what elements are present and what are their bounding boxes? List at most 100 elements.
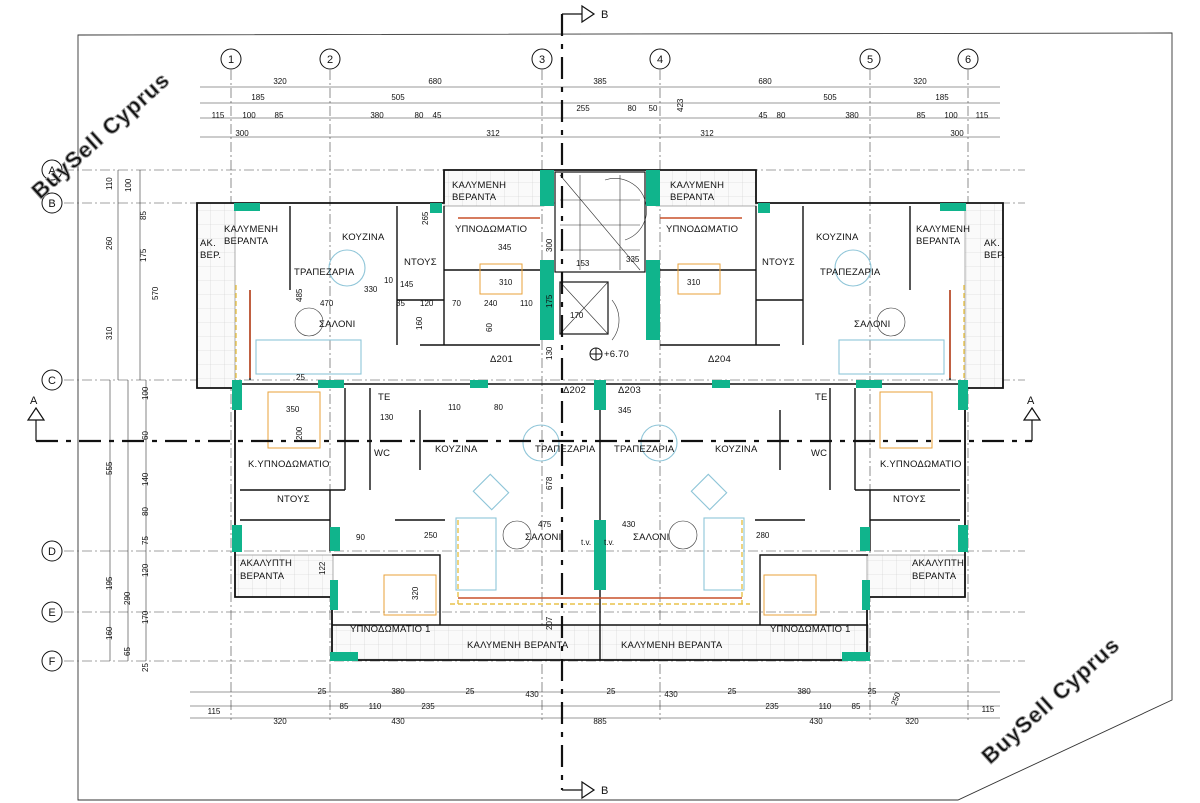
dim-lv2-4: 570 <box>151 286 160 300</box>
stair-core <box>554 171 647 341</box>
label-dining-ll: ΤΡΑΠΕΖΑΡΙΑ <box>535 444 596 455</box>
dim-b3-5: 430 <box>809 717 823 726</box>
furniture <box>255 249 945 616</box>
dim-lv3-4: 140 <box>141 472 150 486</box>
label-veranda-top-left-1: ΚΑΛΥΜΕΝΗ <box>452 180 506 191</box>
dim-int-6: 485 <box>295 288 304 302</box>
dim-t4-4: 300 <box>950 129 964 138</box>
label-dining-ur: ΤΡΑΠΕΖΑΡΙΑ <box>820 267 881 278</box>
label-wc-right: WC <box>811 448 827 459</box>
dimension-lines <box>109 86 1000 719</box>
axis-label-c: C <box>48 375 56 387</box>
axis-label-a: A <box>48 165 56 177</box>
dim-t3-3: 85 <box>275 111 284 120</box>
dim-b3-6: 320 <box>905 717 919 726</box>
dim-int-29: 280 <box>756 531 770 540</box>
dim-t4-2: 312 <box>486 129 500 138</box>
dim-t2-3: 255 <box>576 104 590 113</box>
axis-label-d: D <box>48 546 56 558</box>
dim-b1-8: 380 <box>797 687 811 696</box>
label-master-bedroom-left: Κ.ΥΠΝΟΔΩΜΑΤΙΟ <box>248 459 330 470</box>
dim-lv2-3: 175 <box>139 248 148 262</box>
label-living-ll: ΣΑΛΟΝΙ <box>525 532 561 543</box>
dim-int-12: 10 <box>384 276 393 285</box>
dim-lv3-12: 65 <box>123 647 132 656</box>
label-bedroom-ul: ΥΠΝΟΔΩΜΑΤΙΟ <box>455 224 527 235</box>
dim-lv3-3: 555 <box>105 461 114 475</box>
dim-top-vertical: 423 <box>676 98 685 112</box>
dim-int-24: 110 <box>448 403 461 412</box>
dim-t2-2: 505 <box>391 93 405 102</box>
label-living-ur: ΣΑΛΟΝΙ <box>854 319 890 330</box>
dim-int-21: 200 <box>295 426 304 440</box>
dim-lv3-9: 290 <box>123 591 132 605</box>
dim-t3-12: 115 <box>976 111 989 120</box>
label-veranda-side-right-2: ΒΕΡΑΝΤΑ <box>916 236 961 247</box>
dim-t3-10: 85 <box>917 111 926 120</box>
axis-label-3: 3 <box>539 54 545 66</box>
dim-t2-5: 50 <box>649 104 658 113</box>
dim-int-30: 122 <box>318 561 327 575</box>
dim-lv1-3: 310 <box>105 326 114 340</box>
dim-lv3-10: 170 <box>141 610 150 624</box>
dim-t3-2: 100 <box>242 111 256 120</box>
dim-bottom-vertical: 250 <box>889 691 902 707</box>
dim-int-8: 160 <box>415 316 424 330</box>
dim-top-1: 320 <box>273 77 287 86</box>
dim-int-23: 80 <box>494 403 503 412</box>
dim-lv3-1: 100 <box>141 386 150 400</box>
dim-top-5: 320 <box>913 77 927 86</box>
dim-lv1-1: 110 <box>105 177 114 190</box>
dim-b1-4: 430 <box>525 690 539 699</box>
dim-top-4: 680 <box>758 77 772 86</box>
dim-t4-3: 312 <box>700 129 714 138</box>
dim-int-22: 130 <box>380 413 394 422</box>
label-master-bedroom-right: Κ.ΥΠΝΟΔΩΜΑΤΙΟ <box>880 459 962 470</box>
dim-b1-7: 25 <box>728 687 737 696</box>
dim-lv3-8: 195 <box>105 576 114 590</box>
watermark-bottom-right: BuySell Cyprus <box>977 632 1125 769</box>
dim-b1-1: 25 <box>318 687 327 696</box>
dim-lv3-7: 120 <box>141 563 150 577</box>
label-bedroom-ur: ΥΠΝΟΔΩΜΑΤΙΟ <box>666 224 738 235</box>
dim-t3-11: 100 <box>944 111 958 120</box>
dim-b2-4: 235 <box>765 702 779 711</box>
axis-label-4: 4 <box>657 54 663 66</box>
label-te-left: TE <box>378 392 391 403</box>
dim-b3-2: 320 <box>273 717 287 726</box>
dim-b3-4: 885 <box>593 717 607 726</box>
label-shower-ur: ΝΤΟΥΣ <box>762 257 795 268</box>
dim-int-36: 300 <box>545 238 554 252</box>
label-te-right: TE <box>815 392 828 403</box>
dim-int-26: 475 <box>538 520 552 529</box>
label-shower-ul: ΝΤΟΥΣ <box>404 257 437 268</box>
dim-t2-1: 185 <box>251 93 265 102</box>
label-uncovered-right-1: ΑΚΑΛΥΠΤΗ <box>912 558 964 569</box>
dim-t2-6: 505 <box>823 93 837 102</box>
dim-top-3: 385 <box>593 77 607 86</box>
axis-label-1: 1 <box>228 54 234 66</box>
label-dining-ul: ΤΡΑΠΕΖΑΡΙΑ <box>294 267 355 278</box>
label-uncovered-left-1: ΑΚΑΛΥΠΤΗ <box>240 558 292 569</box>
label-wc-left: WC <box>374 448 390 459</box>
section-label-a-left: A <box>30 395 38 407</box>
dim-int-32: 320 <box>411 586 420 600</box>
elevation-marker: +6.70 <box>589 347 629 361</box>
dim-int-28: 250 <box>424 531 438 540</box>
dim-b1-9: 25 <box>868 687 877 696</box>
dim-t3-5: 80 <box>415 111 424 120</box>
dim-t3-1: 115 <box>212 111 225 120</box>
axis-label-f: F <box>49 656 56 668</box>
structural-columns <box>232 170 968 661</box>
dim-t2-4: 80 <box>628 104 637 113</box>
dim-int-20: 350 <box>286 405 300 414</box>
label-veranda-bottom-right: ΚΑΛΥΜΕΝΗ ΒΕΡΑΝΤΑ <box>621 640 723 651</box>
dim-b1-6: 430 <box>664 690 678 699</box>
dim-b3-1: 115 <box>208 707 221 716</box>
dim-int-38: 310 <box>687 278 701 287</box>
label-bedroom1-right: ΥΠΝΟΔΩΜΑΤΙΟ 1 <box>770 624 851 635</box>
dim-int-13: 35 <box>396 299 405 308</box>
dim-lv1-2: 260 <box>105 236 114 250</box>
dim-b2-6: 85 <box>852 702 861 711</box>
label-veranda-top-right-2: ΒΕΡΑΝΤΑ <box>670 192 715 203</box>
